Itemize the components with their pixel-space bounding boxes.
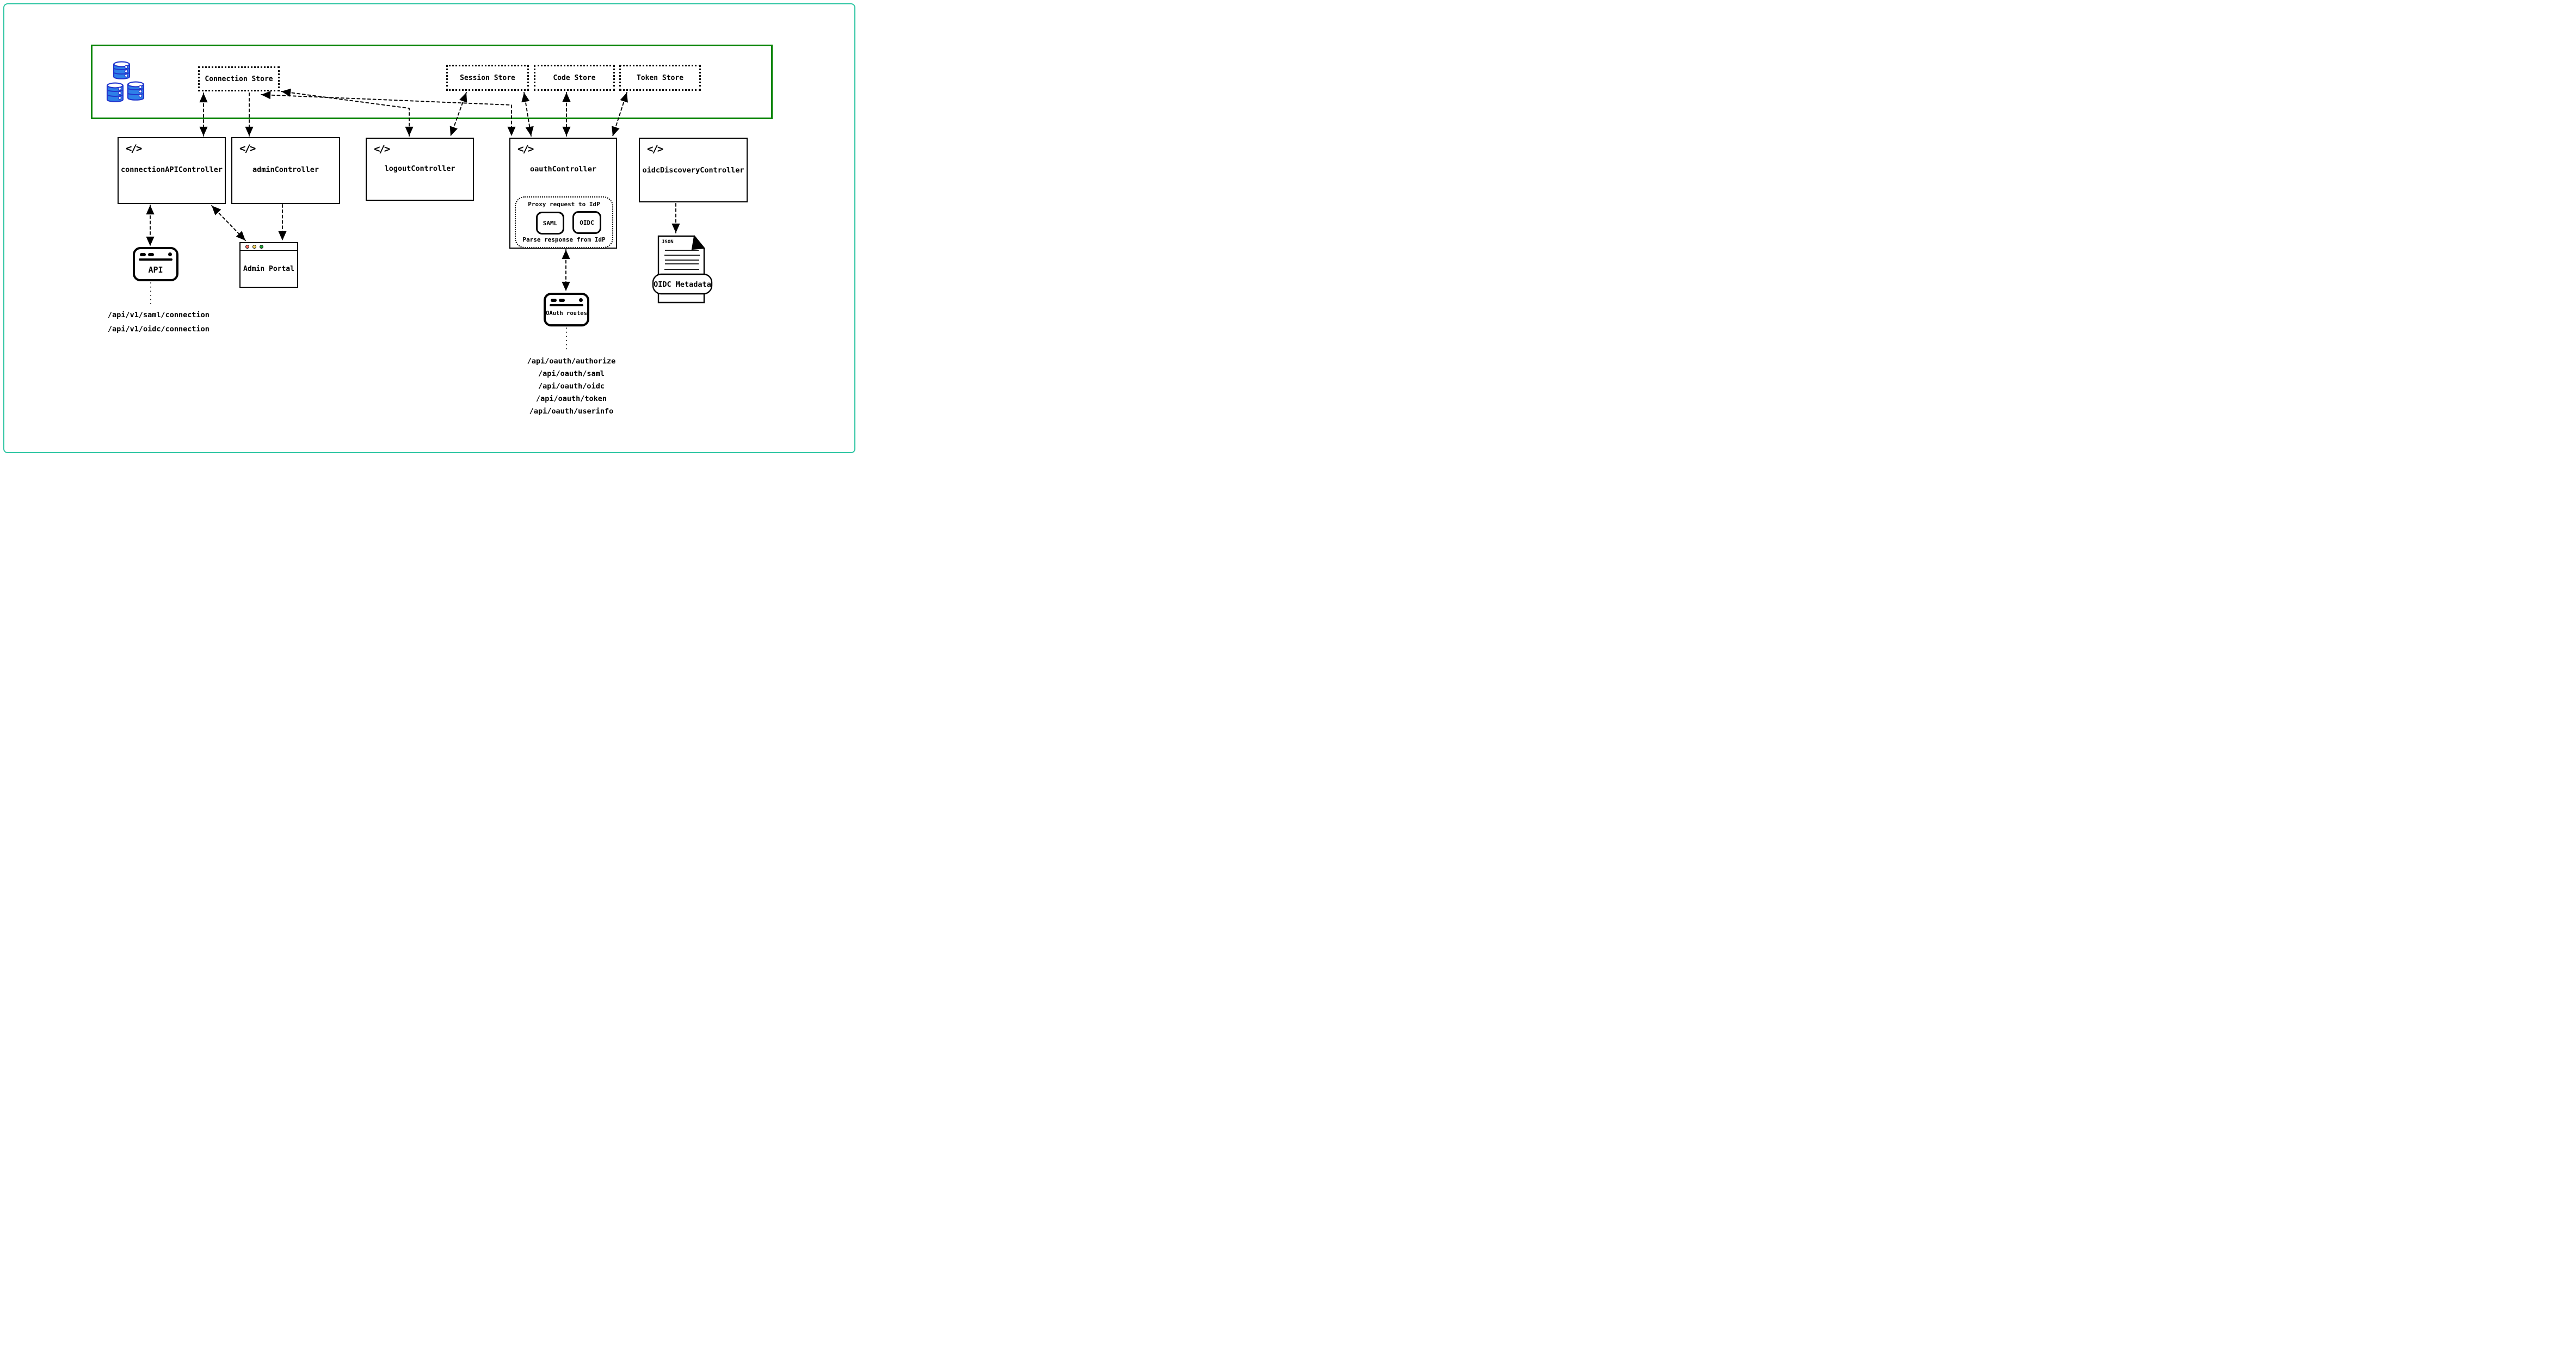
api-window-label: API bbox=[148, 265, 163, 275]
endpoint-item: /api/oauth/userinfo bbox=[529, 407, 614, 416]
close-traffic-light-icon bbox=[245, 245, 249, 249]
oidc-metadata-label: OIDC Metadata bbox=[654, 280, 711, 289]
proxy-request-note: Proxy request to IdP bbox=[528, 201, 600, 208]
endpoint-item: /api/oauth/token bbox=[535, 394, 607, 403]
code-icon: </> bbox=[239, 143, 256, 155]
window-dot-icon bbox=[579, 298, 583, 302]
endpoint-item: /api/oauth/authorize bbox=[527, 357, 616, 366]
window-pill-icon bbox=[148, 253, 154, 256]
store-layer-container: Connection Store Session Store Code Stor… bbox=[91, 45, 773, 119]
session-store-label: Session Store bbox=[460, 73, 515, 82]
canvas-frame bbox=[3, 3, 855, 453]
code-icon: </> bbox=[374, 143, 390, 155]
window-dot-icon bbox=[168, 252, 172, 256]
oauth-controller: </> oauthController Proxy request to IdP… bbox=[509, 138, 617, 249]
maximize-traffic-light-icon bbox=[260, 245, 263, 249]
oauth-endpoints-list: /api/oauth/authorize /api/oauth/saml /ap… bbox=[517, 355, 626, 418]
window-pill-icon bbox=[551, 299, 557, 302]
minimize-traffic-light-icon bbox=[252, 245, 256, 249]
window-toolbar bbox=[139, 258, 172, 261]
logout-controller-label: logoutController bbox=[384, 164, 455, 173]
token-store-label: Token Store bbox=[636, 73, 684, 82]
endpoint-item: /api/oauth/saml bbox=[538, 369, 605, 378]
oauth-routes-label: OAuth routes bbox=[546, 310, 587, 317]
window-pill-icon bbox=[140, 253, 146, 256]
saml-label: SAML bbox=[543, 219, 558, 227]
admin-portal-window: Admin Portal bbox=[239, 242, 298, 288]
admin-portal-label: Admin Portal bbox=[243, 265, 294, 273]
database-icon bbox=[106, 61, 145, 102]
json-file-type-label: JSON bbox=[662, 239, 674, 245]
oauth-controller-label: oauthController bbox=[530, 165, 596, 174]
window-toolbar bbox=[550, 304, 583, 306]
connection-store-label: Connection Store bbox=[205, 75, 273, 83]
session-store: Session Store bbox=[446, 65, 529, 91]
saml-box: SAML bbox=[536, 212, 564, 234]
admin-controller-label: adminController bbox=[252, 165, 319, 174]
endpoint-item: /api/v1/oidc/connection bbox=[108, 325, 209, 334]
code-icon: </> bbox=[126, 143, 142, 155]
api-endpoints-list: /api/v1/saml/connection /api/v1/oidc/con… bbox=[108, 308, 209, 336]
oidc-label: OIDC bbox=[580, 219, 594, 226]
code-store-label: Code Store bbox=[553, 73, 596, 82]
connection-api-controller: </> connectionAPIController bbox=[118, 137, 226, 204]
window-pill-icon bbox=[559, 299, 565, 302]
logout-controller: </> logoutController bbox=[366, 138, 474, 201]
architecture-diagram: Connection Store Session Store Code Stor… bbox=[0, 0, 859, 456]
oidc-metadata-banner bbox=[652, 273, 713, 295]
oauth-routes-window: OAuth routes bbox=[544, 293, 589, 326]
admin-portal-titlebar bbox=[241, 243, 297, 251]
idp-proxy-box: Proxy request to IdP SAML OIDC Parse res… bbox=[515, 196, 613, 248]
api-window: API bbox=[133, 247, 178, 281]
endpoint-item: /api/v1/saml/connection bbox=[108, 311, 209, 319]
code-store: Code Store bbox=[534, 65, 615, 91]
code-icon: </> bbox=[647, 143, 663, 155]
oidc-box: OIDC bbox=[572, 211, 601, 234]
endpoint-item: /api/oauth/oidc bbox=[538, 382, 605, 391]
oidc-discovery-controller-label: oidcDiscoveryController bbox=[642, 166, 744, 175]
json-document-icon: JSON OIDC Metadata bbox=[652, 234, 713, 304]
admin-controller: </> adminController bbox=[231, 137, 340, 204]
connection-api-controller-label: connectionAPIController bbox=[121, 165, 223, 174]
token-store: Token Store bbox=[619, 65, 701, 91]
oidc-discovery-controller: </> oidcDiscoveryController bbox=[639, 138, 748, 202]
parse-response-note: Parse response from IdP bbox=[522, 236, 606, 243]
code-icon: </> bbox=[517, 143, 534, 155]
connection-store: Connection Store bbox=[198, 66, 280, 91]
